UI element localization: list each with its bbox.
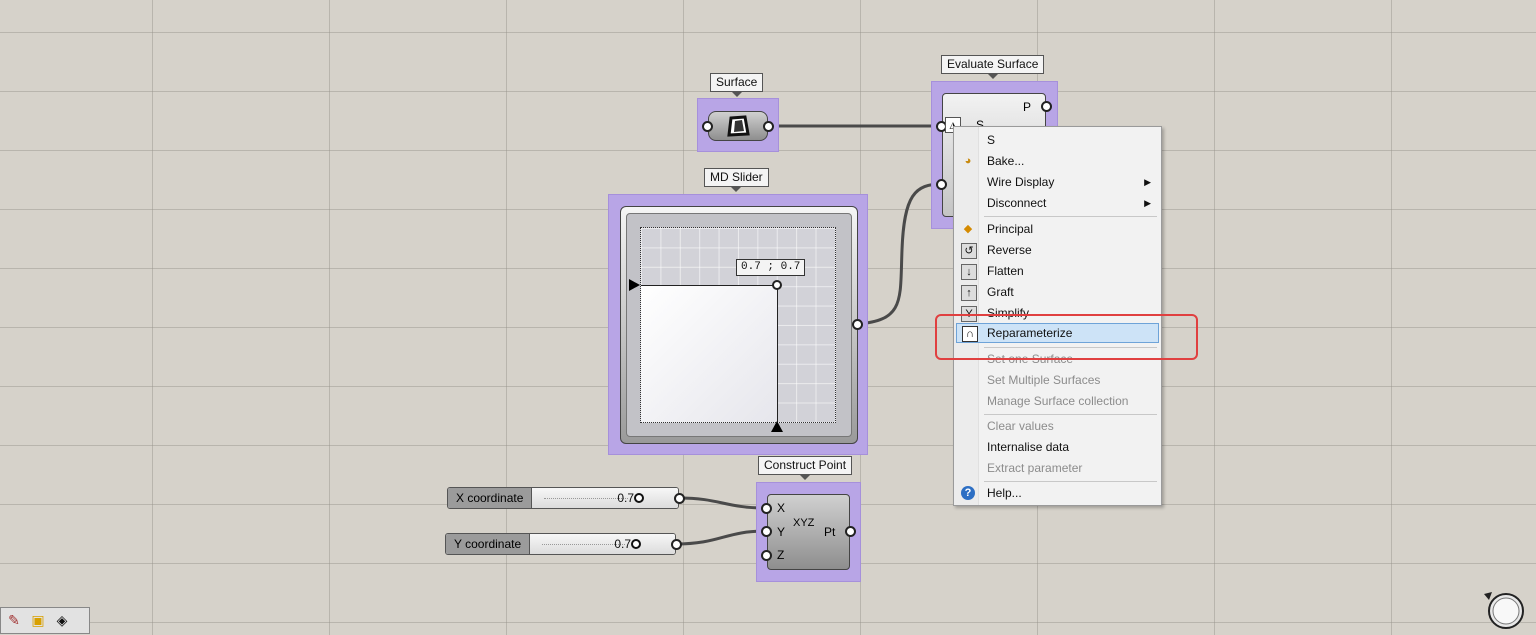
menu-item-label: Set Multiple Surfaces bbox=[987, 370, 1100, 390]
menu-separator bbox=[984, 481, 1157, 482]
graft-icon: ↑ bbox=[961, 285, 977, 301]
annotation-highlight-box bbox=[935, 314, 1198, 360]
bottom-toolbar: ✎ ▣ ◈ bbox=[0, 607, 90, 634]
menu-item-label: Wire Display bbox=[987, 172, 1054, 192]
slider-ticks bbox=[544, 498, 628, 500]
xyz-icon: XYZ bbox=[793, 517, 814, 529]
construct-point-label: Construct Point bbox=[758, 456, 852, 475]
x-coordinate-value: 0.7 bbox=[617, 491, 634, 505]
menu-item-label: Principal bbox=[987, 219, 1033, 239]
construct-point-input-x: X bbox=[777, 501, 785, 515]
help-icon: ? bbox=[961, 486, 975, 500]
surface-label: Surface bbox=[710, 73, 763, 92]
md-slider-output-grip[interactable] bbox=[852, 319, 863, 330]
evaluate-surface-label: Evaluate Surface bbox=[941, 55, 1044, 74]
menu-item-label: Reverse bbox=[987, 240, 1032, 260]
menu-item-graft[interactable]: ↑ Graft bbox=[956, 282, 1159, 302]
construct-point-x-grip[interactable] bbox=[761, 503, 772, 514]
y-coordinate-knob[interactable] bbox=[631, 539, 641, 549]
reverse-icon: ↺ bbox=[961, 243, 977, 259]
x-coordinate-slider[interactable]: X coordinate 0.7 bbox=[447, 487, 679, 509]
menu-item-extract-parameter[interactable]: Extract parameter bbox=[956, 458, 1159, 478]
construct-point-input-z: Z bbox=[777, 548, 784, 562]
x-coordinate-output-grip[interactable] bbox=[674, 493, 685, 504]
frame-icon[interactable]: ▣ bbox=[29, 612, 47, 630]
sketch-icon[interactable]: ✎ bbox=[5, 612, 23, 630]
evaluate-input-uv-grip[interactable] bbox=[936, 179, 947, 190]
menu-item-s[interactable]: S bbox=[956, 130, 1159, 150]
y-coordinate-track[interactable]: 0.7 bbox=[530, 534, 675, 554]
menu-item-label: Manage Surface collection bbox=[987, 391, 1128, 411]
surface-icon[interactable]: ◈ bbox=[53, 612, 71, 630]
construct-point-output-grip[interactable] bbox=[845, 526, 856, 537]
navigation-widget-icon[interactable] bbox=[1480, 586, 1526, 632]
y-coordinate-label: Y coordinate bbox=[446, 534, 530, 554]
menu-item-principal[interactable]: ◆ Principal bbox=[956, 219, 1159, 239]
md-slider-x-marker[interactable] bbox=[771, 421, 783, 432]
surface-input-grip[interactable] bbox=[702, 121, 713, 132]
menu-item-label: Disconnect bbox=[987, 193, 1046, 213]
evaluate-output-p-grip[interactable] bbox=[1041, 101, 1052, 112]
menu-item-help[interactable]: ? Help... bbox=[956, 483, 1159, 503]
x-coordinate-track[interactable]: 0.7 bbox=[532, 488, 678, 508]
y-coordinate-output-grip[interactable] bbox=[671, 539, 682, 550]
submenu-arrow-icon: ▶ bbox=[1144, 172, 1151, 192]
menu-item-set-multiple-surfaces[interactable]: Set Multiple Surfaces bbox=[956, 370, 1159, 390]
construct-point-z-grip[interactable] bbox=[761, 550, 772, 561]
y-coordinate-slider[interactable]: Y coordinate 0.7 bbox=[445, 533, 676, 555]
md-slider-handle[interactable] bbox=[772, 280, 782, 290]
x-coordinate-knob[interactable] bbox=[634, 493, 644, 503]
x-coordinate-label: X coordinate bbox=[448, 488, 532, 508]
slider-ticks bbox=[542, 544, 625, 546]
md-slider-value-readout: 0.7 ; 0.7 bbox=[736, 259, 805, 276]
menu-item-flatten[interactable]: ↓ Flatten bbox=[956, 261, 1159, 281]
y-coordinate-value: 0.7 bbox=[614, 537, 631, 551]
evaluate-output-p: P bbox=[1023, 100, 1031, 114]
submenu-arrow-icon: ▶ bbox=[1144, 193, 1151, 213]
menu-item-label: Bake... bbox=[987, 151, 1024, 171]
menu-item-internalise-data[interactable]: Internalise data bbox=[956, 437, 1159, 457]
menu-item-clear-values[interactable]: Clear values bbox=[956, 416, 1159, 436]
flatten-icon: ↓ bbox=[961, 264, 977, 280]
surface-output-grip[interactable] bbox=[763, 121, 774, 132]
menu-item-reverse[interactable]: ↺ Reverse bbox=[956, 240, 1159, 260]
menu-item-wire-display[interactable]: Wire Display ▶ bbox=[956, 172, 1159, 192]
md-slider-y-marker[interactable] bbox=[629, 279, 640, 291]
menu-item-label: Help... bbox=[987, 483, 1022, 503]
md-slider-label: MD Slider bbox=[704, 168, 769, 187]
surface-param-component[interactable] bbox=[708, 111, 768, 141]
construct-point-input-y: Y bbox=[777, 525, 785, 539]
menu-item-label: Graft bbox=[987, 282, 1014, 302]
menu-item-bake[interactable]: ◕ Bake... bbox=[956, 151, 1159, 171]
surface-icon bbox=[709, 112, 767, 140]
construct-point-output-pt: Pt bbox=[824, 525, 835, 539]
menu-item-label: Clear values bbox=[987, 416, 1054, 436]
menu-separator bbox=[984, 414, 1157, 415]
menu-separator bbox=[984, 216, 1157, 217]
principal-icon: ◆ bbox=[961, 222, 975, 236]
menu-item-label: Extract parameter bbox=[987, 458, 1082, 478]
menu-item-manage-surface-collection[interactable]: Manage Surface collection bbox=[956, 391, 1159, 411]
bake-icon: ◕ bbox=[961, 154, 975, 168]
construct-point-y-grip[interactable] bbox=[761, 526, 772, 537]
md-slider-value-area bbox=[641, 285, 778, 422]
menu-item-label: Flatten bbox=[987, 261, 1024, 281]
menu-item-label: S bbox=[987, 130, 995, 150]
menu-item-label: Internalise data bbox=[987, 437, 1069, 457]
menu-item-disconnect[interactable]: Disconnect ▶ bbox=[956, 193, 1159, 213]
